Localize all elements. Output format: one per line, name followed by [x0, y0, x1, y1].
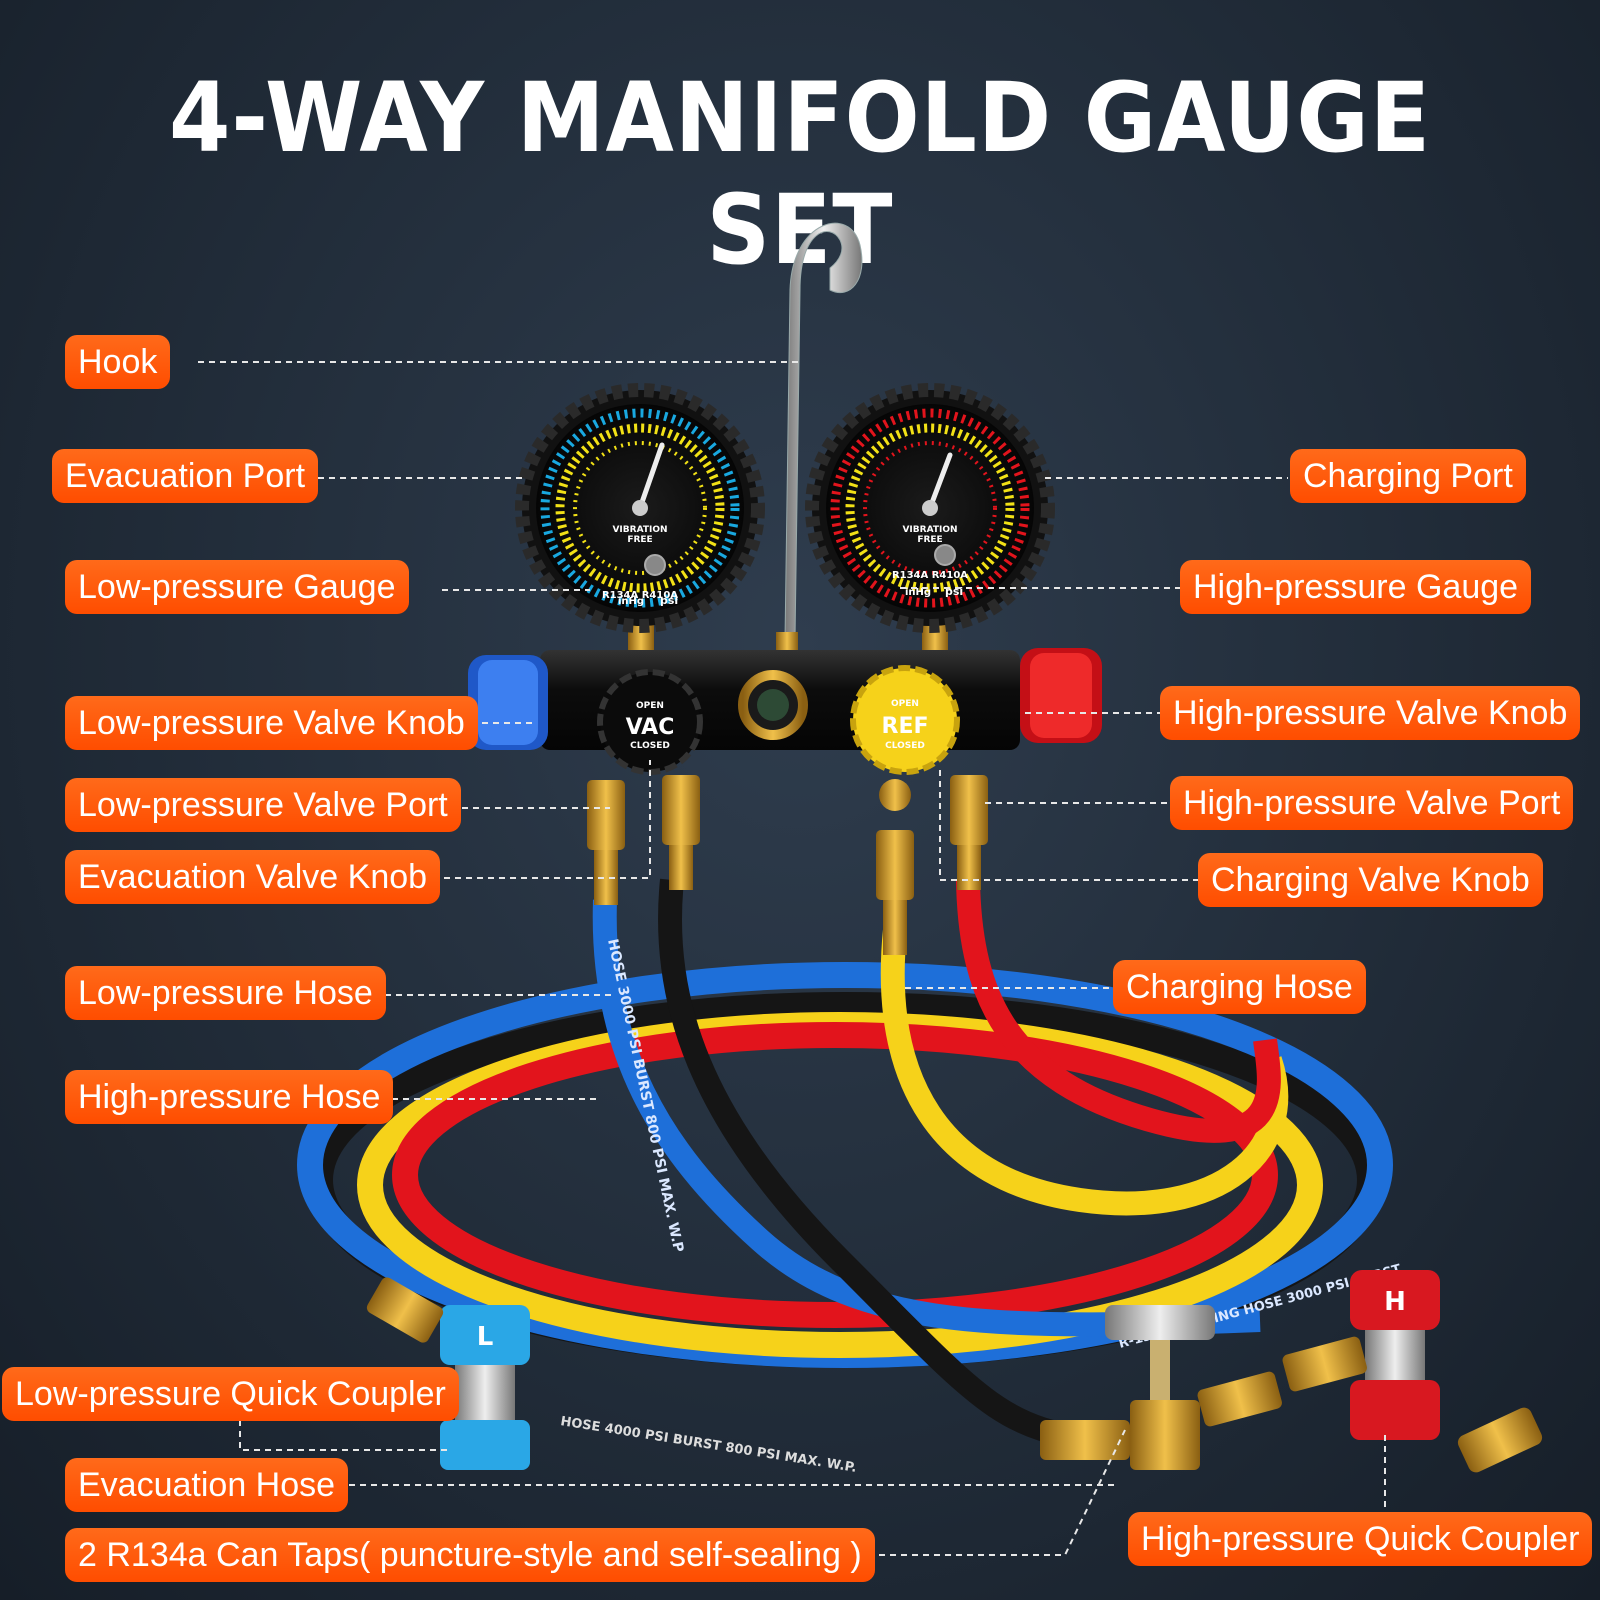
brass-fittings: [587, 775, 988, 955]
high-gauge-brand-2: FREE: [917, 535, 942, 545]
hook-mount: [776, 632, 798, 654]
ref-closed-text: CLOSED: [885, 741, 925, 751]
callout-can-taps: 2 R134a Can Taps( puncture-style and sel…: [65, 1528, 875, 1582]
vac-label: VAC: [626, 715, 675, 740]
high-pressure-quick-coupler: H: [1350, 1270, 1543, 1473]
page-title: 4-WAY MANIFOLD GAUGE SET: [168, 62, 1432, 286]
vac-closed-text: CLOSED: [630, 741, 670, 751]
charging-valve-knob: OPEN REF CLOSED: [850, 665, 960, 775]
low-pressure-valve-knob: [468, 655, 548, 750]
hook: [784, 222, 863, 641]
evacuation-valve-knob: OPEN VAC CLOSED: [597, 669, 703, 775]
low-coupler-letter: L: [477, 1322, 494, 1352]
callout-low-pressure-hose: Low-pressure Hose: [65, 966, 386, 1020]
low-pressure-gauge: VIBRATION FREE R134A R410A inHg psi: [515, 383, 765, 633]
high-gauge-refrigerants: R134A R410A: [892, 570, 968, 581]
low-gauge-refrigerants: R134A R410A: [602, 590, 678, 601]
high-gauge-inhg: inHg: [905, 587, 931, 598]
bottom-hose-print: HOSE 4000 PSI BURST 800 PSI MAX. W.P.: [559, 1414, 857, 1476]
low-gauge-inhg: inHg: [618, 596, 644, 607]
high-gauge-brand-1: VIBRATION: [902, 525, 957, 535]
high-gauge-psi: psi: [945, 585, 963, 598]
callout-high-pressure-hose: High-pressure Hose: [65, 1070, 394, 1124]
vac-open-text: OPEN: [636, 701, 664, 711]
callout-charging-valve-knob: Charging Valve Knob: [1198, 853, 1543, 907]
callout-evacuation-valve-knob: Evacuation Valve Knob: [65, 850, 441, 904]
hose-coils: [297, 962, 1393, 1368]
callout-low-pressure-valve-port: Low-pressure Valve Port: [65, 778, 461, 832]
callout-evacuation-port: Evacuation Port: [52, 449, 319, 503]
callout-high-pressure-quick-coupler: High-pressure Quick Coupler: [1128, 1512, 1593, 1566]
callout-evacuation-hose: Evacuation Hose: [65, 1458, 349, 1512]
callout-high-pressure-gauge: High-pressure Gauge: [1180, 560, 1532, 614]
callout-high-pressure-valve-knob: High-pressure Valve Knob: [1160, 686, 1581, 740]
ref-label: REF: [882, 714, 929, 739]
callout-high-pressure-valve-port: High-pressure Valve Port: [1170, 776, 1574, 830]
high-pressure-valve-knob: [1020, 648, 1102, 743]
high-coupler-letter: H: [1384, 1287, 1406, 1317]
ref-open-text: OPEN: [891, 699, 919, 709]
callout-low-pressure-valve-knob: Low-pressure Valve Knob: [65, 696, 478, 750]
callout-low-pressure-quick-coupler: Low-pressure Quick Coupler: [2, 1367, 459, 1421]
low-gauge-brand-2: FREE: [627, 535, 652, 545]
callout-charging-hose: Charging Hose: [1113, 960, 1366, 1014]
low-pressure-quick-coupler: L: [366, 1277, 530, 1470]
high-pressure-gauge: VIBRATION FREE R134A R410A inHg psi: [805, 383, 1055, 633]
callout-hook: Hook: [65, 335, 171, 389]
can-tap: [1040, 1305, 1367, 1470]
callout-charging-port: Charging Port: [1290, 449, 1526, 503]
low-gauge-brand-1: VIBRATION: [612, 525, 667, 535]
leader-lines: [198, 361, 1386, 1556]
low-gauge-psi: psi: [660, 594, 678, 607]
callout-low-pressure-gauge: Low-pressure Gauge: [65, 560, 409, 614]
